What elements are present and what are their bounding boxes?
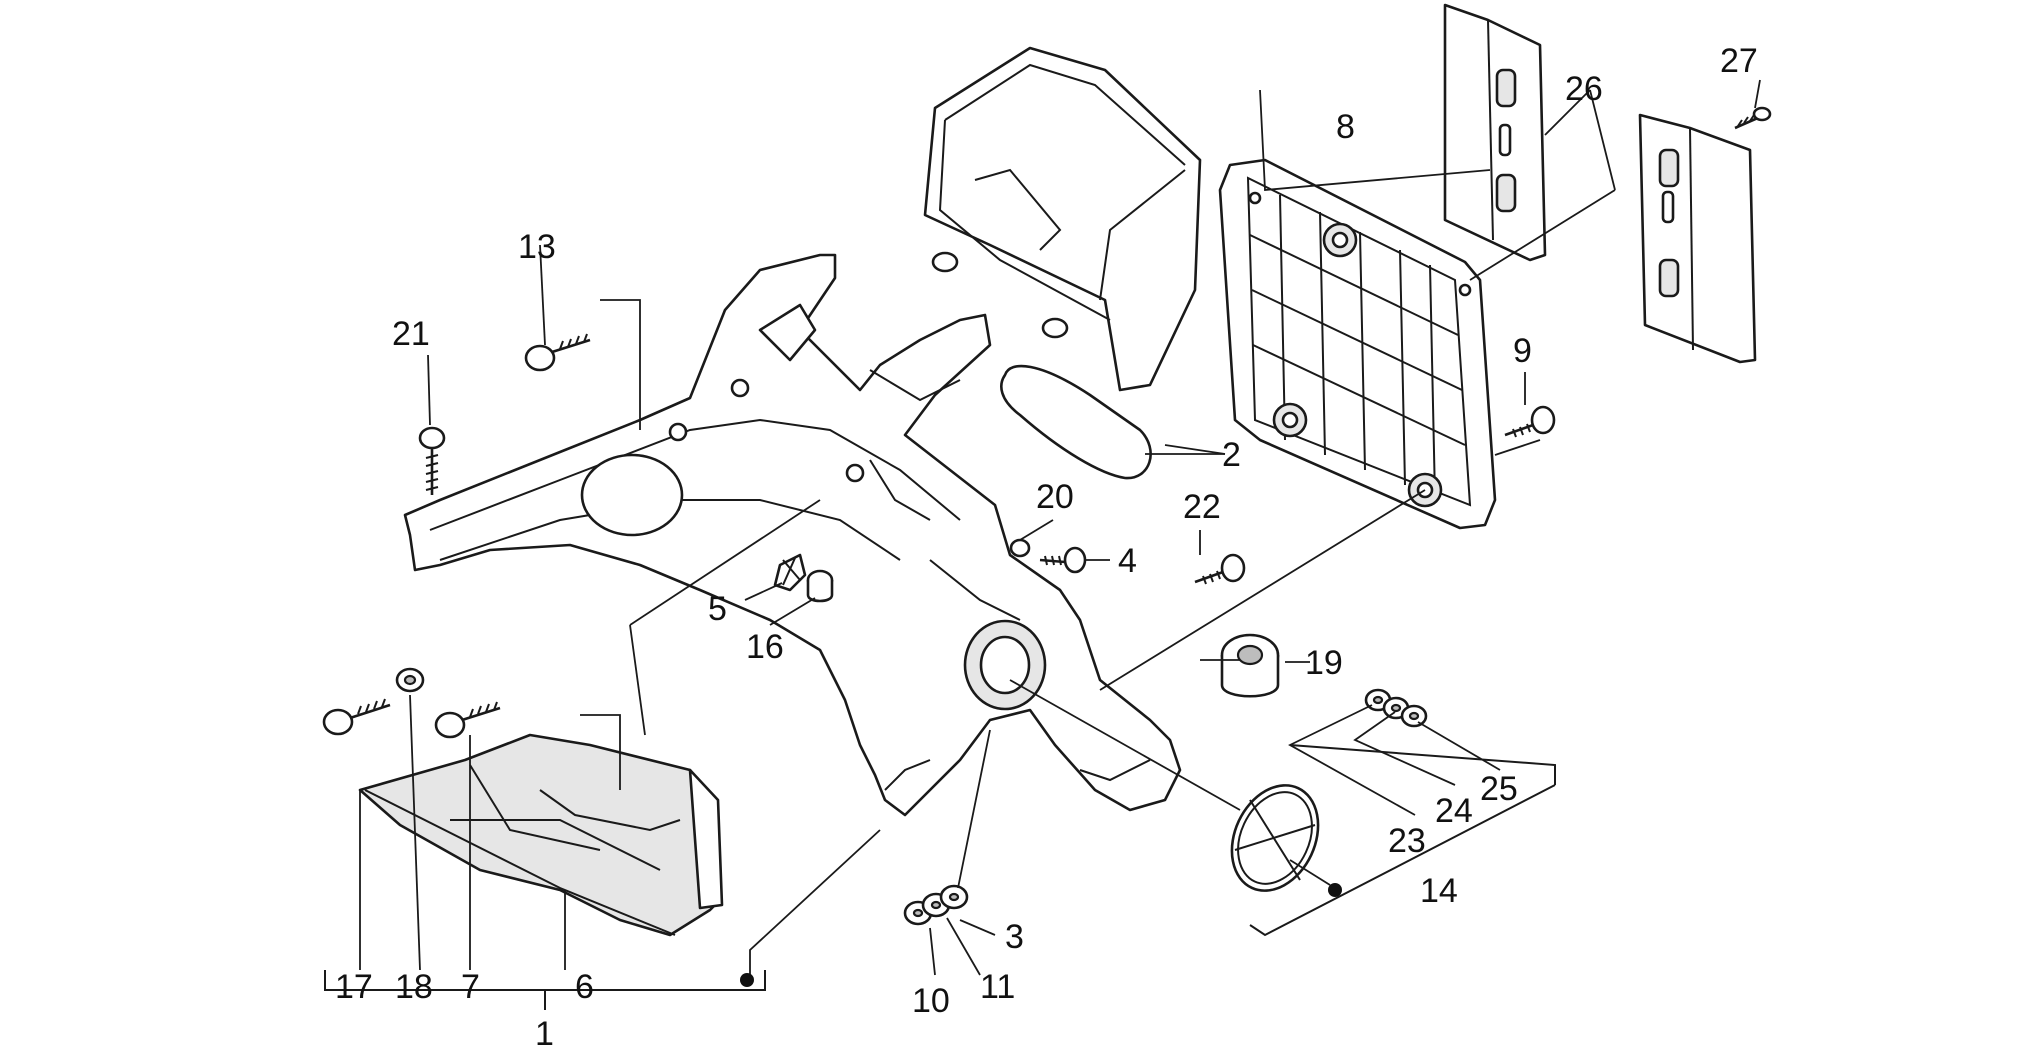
callout-8: 8 bbox=[1336, 108, 1355, 146]
bracket-part-26-b bbox=[1638, 113, 1757, 364]
screw-part-21 bbox=[418, 426, 446, 495]
screw-part-7 bbox=[434, 701, 501, 739]
callout-14: 14 bbox=[1420, 872, 1458, 910]
leader-lines bbox=[359, 79, 1761, 976]
callout-2: 2 bbox=[1222, 436, 1241, 474]
screw-part-27 bbox=[1734, 106, 1772, 130]
reference-dot-14 bbox=[1328, 883, 1342, 897]
callout-17: 17 bbox=[335, 968, 373, 1006]
callout-labels: 1 2 3 4 5 6 7 8 9 10 11 13 14 16 17 18 1… bbox=[335, 42, 1758, 1053]
callout-26: 26 bbox=[1565, 70, 1603, 108]
license-plate-holder-part-8 bbox=[1218, 158, 1497, 530]
reference-dot-1 bbox=[740, 973, 754, 987]
screw-part-13 bbox=[524, 333, 591, 372]
screw-part-4 bbox=[1039, 546, 1087, 574]
callout-4: 4 bbox=[1118, 542, 1137, 580]
washer-part-18 bbox=[395, 667, 425, 693]
bracket-part-26-a bbox=[1443, 3, 1547, 262]
screw-part-9 bbox=[1504, 405, 1556, 438]
assembly-bracket-1 bbox=[324, 970, 766, 1010]
lens-part-2 bbox=[1000, 364, 1152, 480]
callout-25: 25 bbox=[1480, 770, 1518, 808]
washer-nut-set-3-10-11 bbox=[903, 884, 969, 926]
spacer-part-19 bbox=[1220, 633, 1280, 698]
rear-mudguard-frame bbox=[403, 253, 1182, 817]
callout-16: 16 bbox=[746, 628, 784, 666]
callout-6: 6 bbox=[575, 968, 594, 1006]
callout-27: 27 bbox=[1720, 42, 1758, 80]
callout-18: 18 bbox=[395, 968, 433, 1006]
callout-23: 23 bbox=[1388, 822, 1426, 860]
callout-7: 7 bbox=[461, 968, 480, 1006]
washer-nut-set-23-25 bbox=[1364, 688, 1428, 728]
reflector bbox=[1230, 784, 1320, 892]
bushing-part-16 bbox=[806, 569, 834, 603]
tail-light-housing bbox=[923, 46, 1202, 392]
callout-21: 21 bbox=[392, 315, 430, 353]
callout-19: 19 bbox=[1305, 644, 1343, 682]
splash-guard-part-6 bbox=[358, 733, 724, 937]
callout-22: 22 bbox=[1183, 488, 1221, 526]
assembly-bracket-14 bbox=[1249, 744, 1556, 937]
callout-11: 11 bbox=[980, 968, 1015, 1006]
screw-part-17 bbox=[322, 698, 391, 736]
washer-part-20 bbox=[1009, 538, 1031, 558]
callout-24: 24 bbox=[1435, 792, 1473, 830]
callout-10: 10 bbox=[912, 982, 950, 1020]
callout-1: 1 bbox=[535, 1015, 554, 1053]
screw-part-22 bbox=[1194, 553, 1246, 585]
callout-9: 9 bbox=[1513, 332, 1532, 370]
callout-20: 20 bbox=[1036, 478, 1074, 516]
callout-13: 13 bbox=[518, 228, 556, 266]
callout-5: 5 bbox=[708, 590, 727, 628]
callout-3: 3 bbox=[1005, 918, 1024, 956]
clip-part-5 bbox=[773, 553, 807, 592]
